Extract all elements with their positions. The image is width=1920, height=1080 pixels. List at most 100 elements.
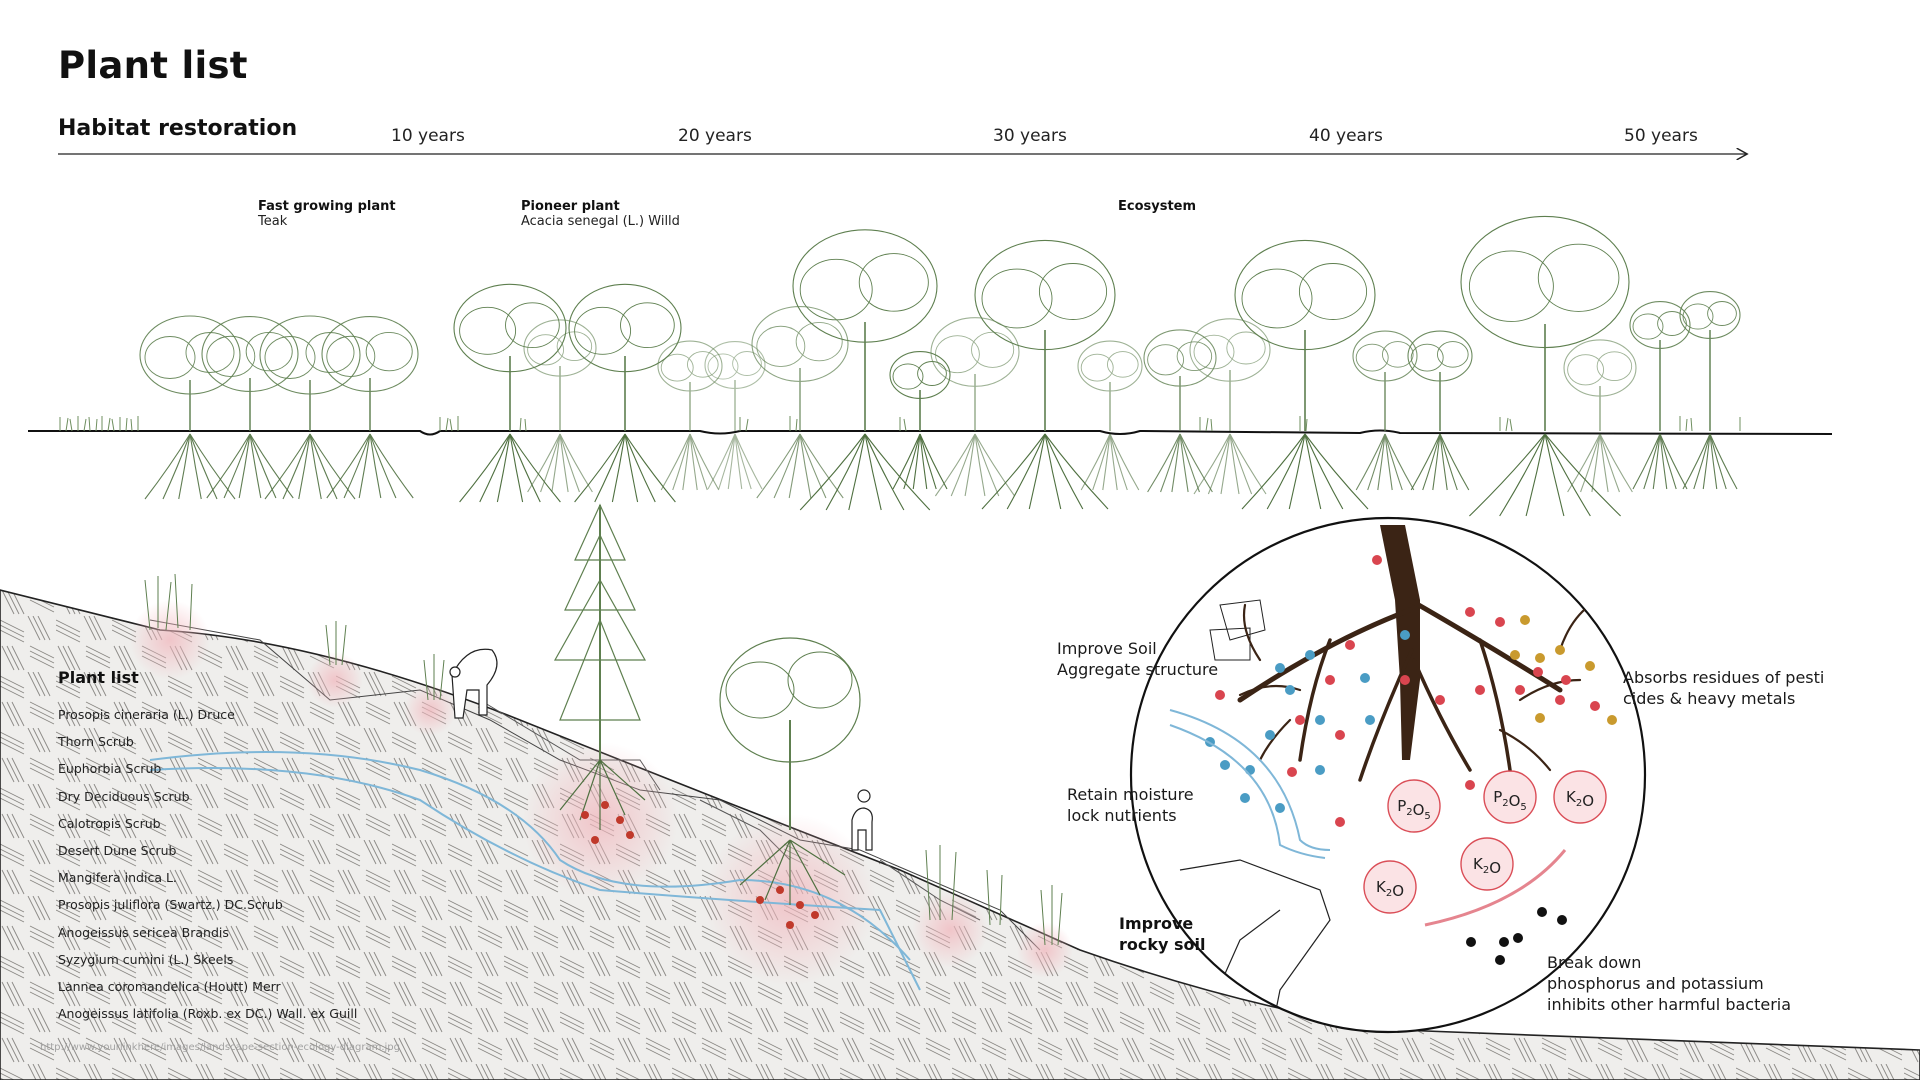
plant-list-title: Plant list (58, 668, 139, 687)
nutrient-dot (1561, 675, 1571, 685)
nutrient-formula: P2O5 (1397, 797, 1431, 822)
annotation-improve-rocky: Improve rocky soil (1119, 913, 1206, 955)
plant-list-item: Prosopis cineraria (L.) Druce (58, 707, 235, 722)
plant-list-item: Thorn Scrub (58, 734, 134, 750)
root-icon (707, 433, 763, 490)
tree-icon (1352, 330, 1418, 431)
timeline-tick-40: 40 years (1309, 126, 1383, 146)
tree-icon (657, 340, 723, 431)
nutrient-dot (1275, 663, 1285, 673)
tree-icon (139, 315, 241, 431)
tree-icon (1077, 340, 1143, 431)
nutrient-dot (1275, 803, 1285, 813)
annotation-retain-moisture: Retain moisture lock nutrients (1067, 784, 1194, 826)
tree-sequence (139, 215, 1741, 431)
nutrient-dot (1510, 650, 1520, 660)
nutrient-dot (1265, 730, 1275, 740)
tree-icon (792, 229, 938, 431)
nutrient-dot (1345, 640, 1355, 650)
tree-icon (751, 306, 849, 431)
nutrient-dot (1555, 695, 1565, 705)
root-icon (1567, 433, 1633, 493)
root-icon (1682, 433, 1738, 490)
slope-broadleaf-tree (719, 637, 861, 830)
nutrient-dot (1360, 673, 1370, 683)
nutrient-dot (1287, 767, 1297, 777)
tree-icon (1563, 339, 1637, 431)
nutrient-formula: K2O (1376, 878, 1404, 900)
root-icon (206, 433, 294, 499)
nutrient-dot (1495, 955, 1505, 965)
plant-list-item: Calotropis Scrub (58, 815, 161, 831)
tree-icon (889, 351, 951, 431)
plant-list-item: Dry Deciduous Scrub (58, 788, 190, 804)
plant-list-item: Prosopis juliflora (Swartz.) DC.Scrub (58, 897, 283, 913)
nutrient-dot (1295, 715, 1305, 725)
annotation-line: Aggregate structure (1057, 660, 1219, 679)
nutrient-dot (1557, 915, 1567, 925)
annotation-line: phosphorus and potassium (1547, 974, 1764, 993)
tree-icon (568, 283, 682, 431)
nutrient-formula: P2O5 (1493, 788, 1527, 813)
source-url: http://www.yourlinkhere/images/landscape… (40, 1042, 400, 1053)
nutrient-formula: K2O (1473, 855, 1501, 877)
nutrient-dot (1335, 730, 1345, 740)
nutrient-dot (1240, 793, 1250, 803)
plant-list-item: Anogeissus latifolia (Roxb. ex DC.) Wall… (58, 1006, 358, 1022)
nutrient-badge: K2O (1460, 837, 1514, 891)
tree-icon (201, 316, 299, 431)
slope-plants (144, 573, 1063, 946)
nutrient-dot (1335, 817, 1345, 827)
root-icon (459, 433, 561, 503)
tree-icon (523, 319, 597, 431)
root-icon (934, 433, 1016, 497)
nutrient-dot (1215, 690, 1225, 700)
tree-icon (1629, 301, 1691, 431)
annotation-line: inhibits other harmful bacteria (1547, 995, 1792, 1014)
annotation-improve-soil: Improve Soil Aggregate structure (1057, 638, 1218, 680)
root-icon (756, 433, 844, 499)
annotation-line: lock nutrients (1067, 806, 1177, 825)
root-icon (892, 433, 948, 490)
nutrient-dot (1220, 760, 1230, 770)
person-figure (449, 648, 873, 851)
tree-icon (453, 283, 567, 431)
tree-icon (974, 239, 1116, 431)
grass-strip (59, 416, 1741, 432)
nutrient-dot (1533, 667, 1543, 677)
nutrient-dot (1537, 907, 1547, 917)
nutrient-badge: K2O (1553, 770, 1607, 824)
annotation-line: Improve Soil (1057, 639, 1157, 658)
nutrient-dot (1400, 675, 1410, 685)
annotation-break-down: Break down phosphorus and potassium inhi… (1547, 952, 1791, 1015)
nutrient-dot (1475, 685, 1485, 695)
conifer-tree (553, 503, 647, 760)
nutrient-badge: P2O5 (1387, 779, 1441, 833)
plant-list-item: Anogeissus sericea Brandis (58, 924, 229, 940)
timeline-tick-30: 30 years (993, 126, 1067, 146)
stage-subtitle: Acacia senegal (L.) Willd (521, 214, 680, 229)
page-title: Plant list (58, 44, 248, 87)
tree-icon (259, 315, 361, 431)
plant-list: Plant list Prosopis cineraria (L.) Druce… (58, 668, 438, 1027)
annotation-line: Absorbs residues of pesti (1623, 668, 1825, 687)
annotation-line: cides & heavy metals (1623, 689, 1796, 708)
root-icon (144, 433, 236, 500)
nutrient-dot (1585, 661, 1595, 671)
nutrient-dot (1305, 650, 1315, 660)
tree-icon (704, 341, 766, 431)
ground-line (28, 429, 1833, 436)
stage-title: Fast growing plant (258, 199, 396, 214)
root-icon (1410, 433, 1470, 491)
root-icon (326, 433, 414, 499)
nutrient-dot (1315, 765, 1325, 775)
timeline-tick-50: 50 years (1624, 126, 1698, 146)
root-icon (660, 433, 720, 491)
annotation-line: Retain moisture (1067, 785, 1194, 804)
annotation-line: rocky soil (1119, 935, 1206, 954)
tree-icon (1407, 330, 1473, 431)
root-sequence (144, 433, 1738, 517)
plant-list-item: Lannea coromandelica (Houtt) Merr (58, 979, 281, 995)
